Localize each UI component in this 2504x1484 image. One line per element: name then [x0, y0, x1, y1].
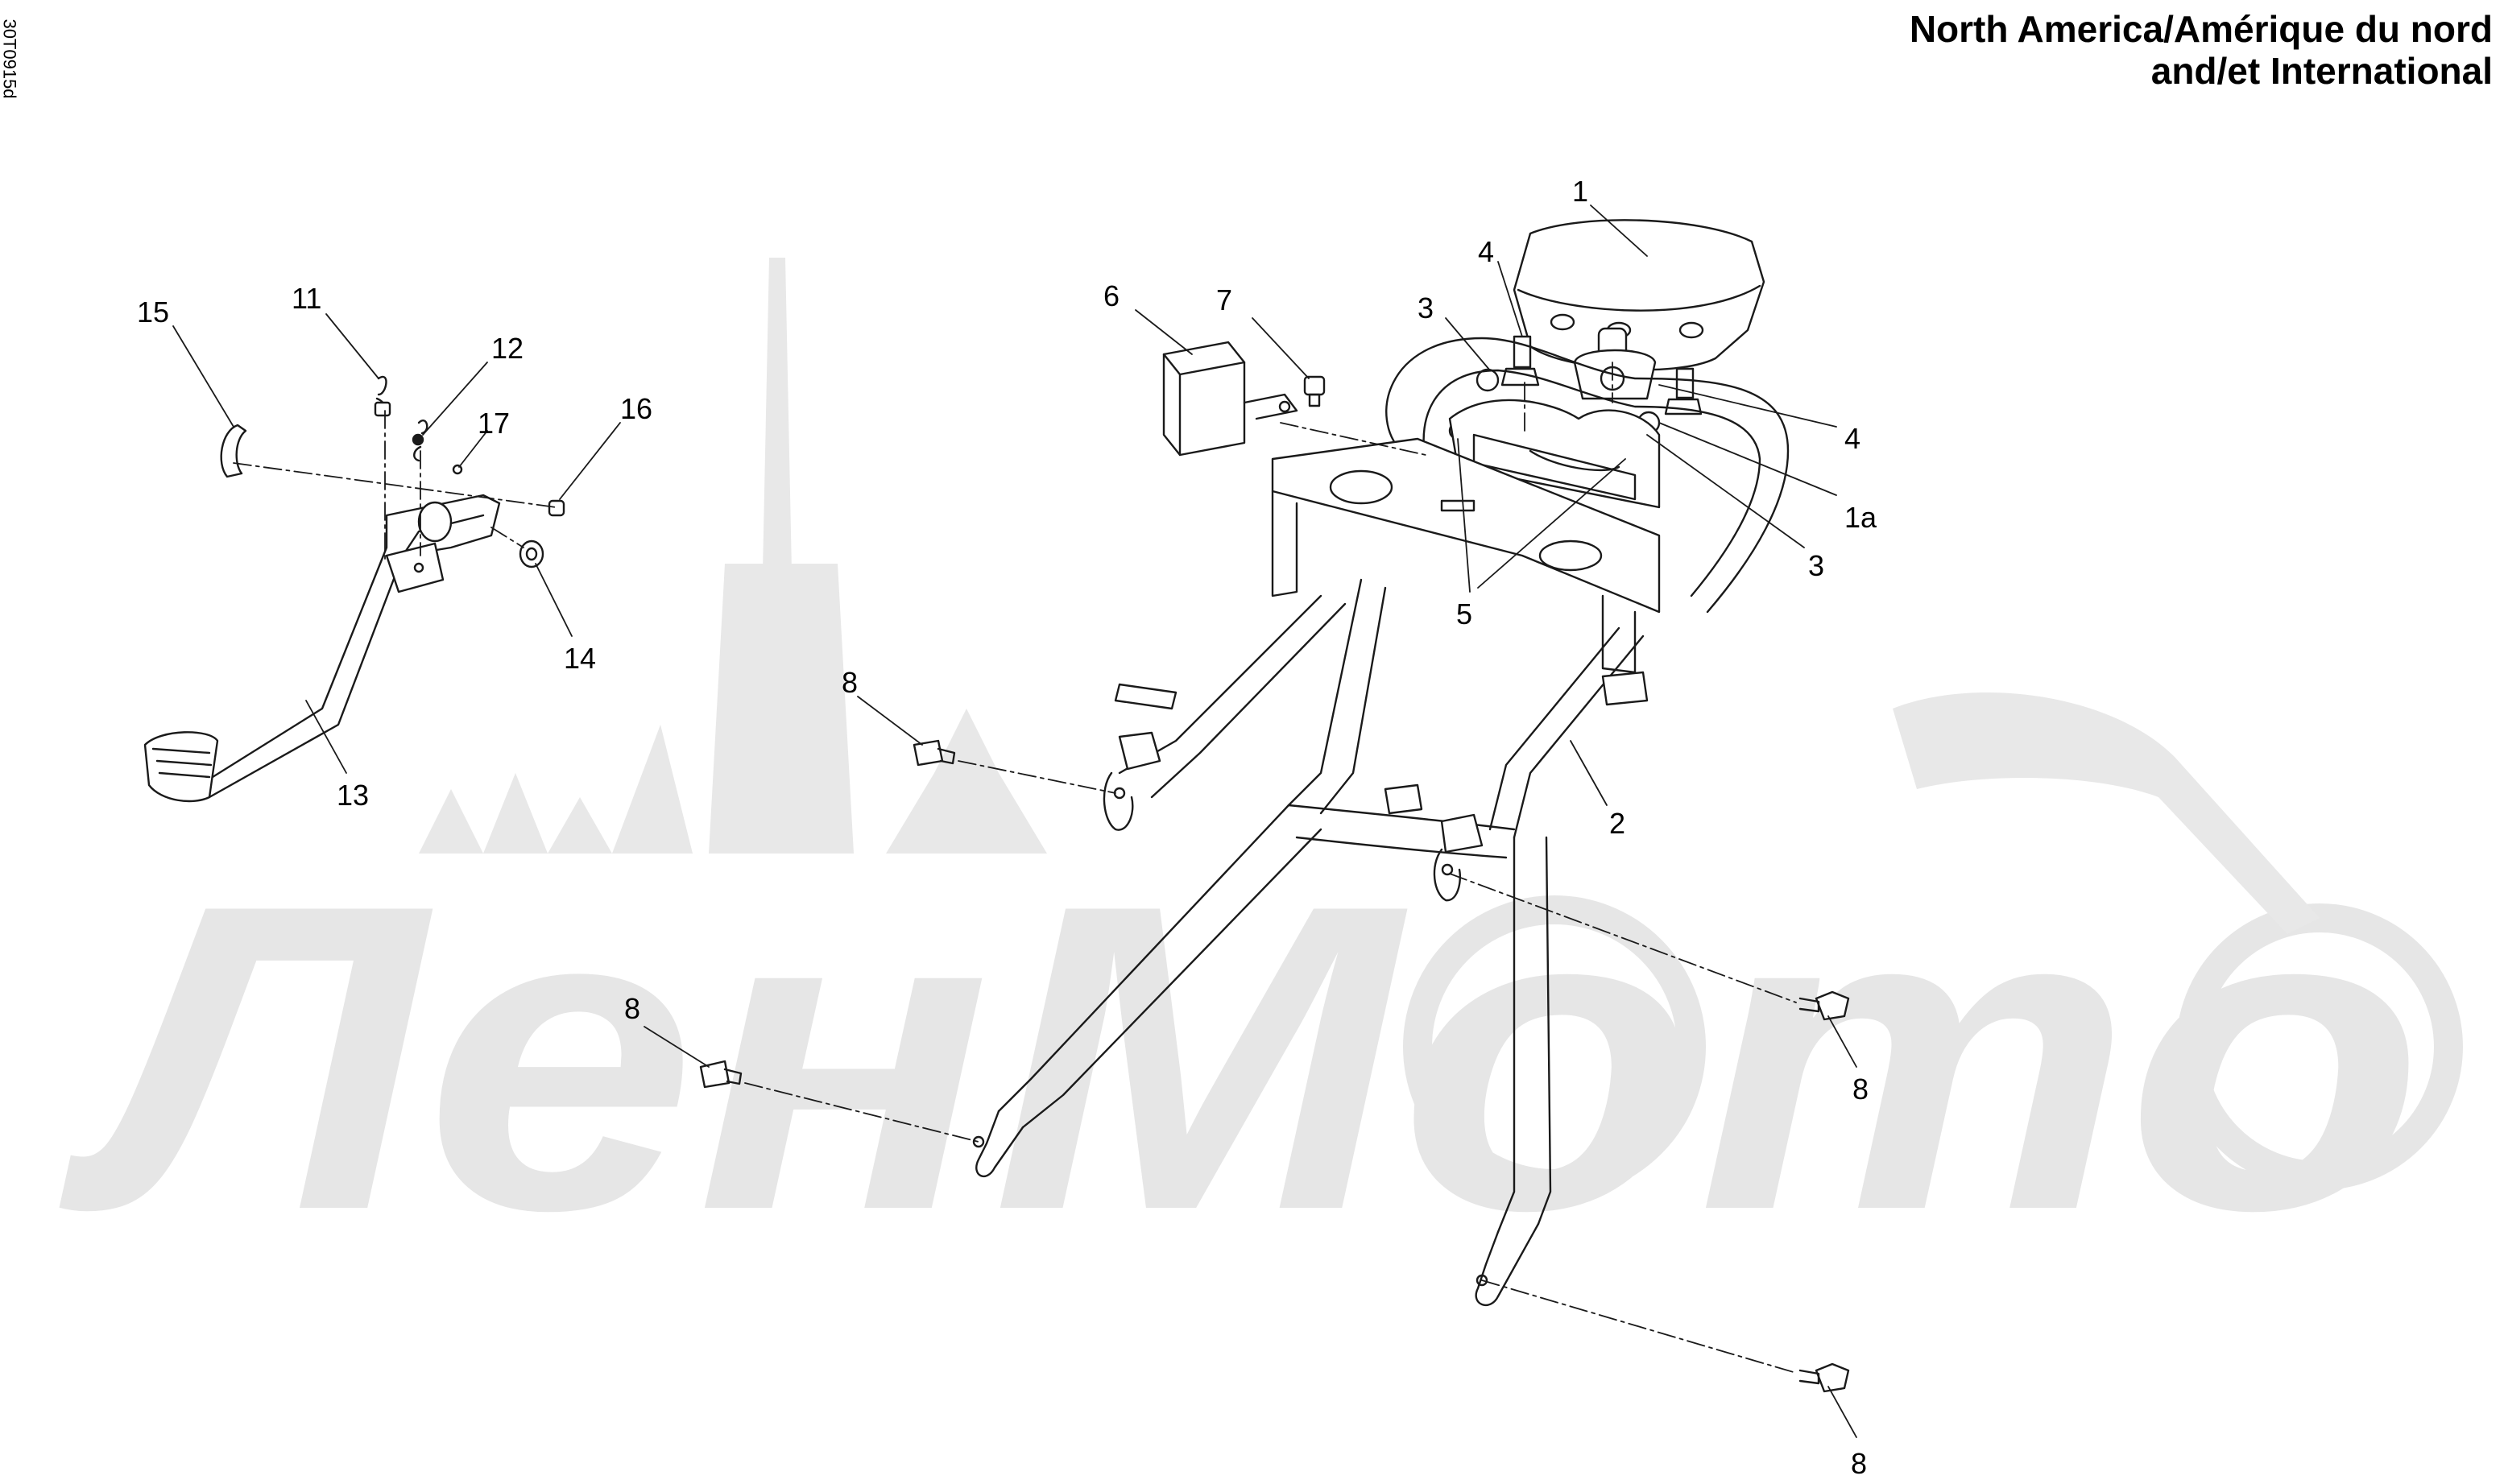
brake-pedal-assembly — [143, 375, 565, 803]
callout-8-left-upper: 8 — [842, 666, 858, 699]
callout-4-right: 4 — [1844, 422, 1860, 455]
callout-8-right-lower: 8 — [1851, 1447, 1867, 1480]
callouts: 1 1a 2 3 3 4 4 5 6 7 8 8 8 8 11 12 13 14… — [137, 175, 1877, 1480]
callout-12: 12 — [491, 332, 524, 365]
watermark-skyline — [419, 709, 1047, 854]
callout-8-right-upper: 8 — [1852, 1073, 1869, 1106]
callout-14: 14 — [564, 642, 596, 675]
callout-4-upper: 4 — [1478, 235, 1494, 268]
tail-light-housing — [1513, 219, 1765, 371]
watermark-bike-body — [1893, 692, 2320, 934]
leader-lines — [172, 205, 1857, 1438]
light-bracket — [1448, 399, 1661, 509]
screw-7 — [1303, 375, 1326, 407]
callout-8-left-lower: 8 — [624, 992, 640, 1025]
callout-3-upper: 3 — [1418, 291, 1434, 324]
callout-1: 1 — [1572, 175, 1588, 208]
callout-2: 2 — [1609, 807, 1625, 840]
callout-11: 11 — [292, 282, 321, 315]
watermark-wheel-rear — [1403, 895, 1706, 1198]
callout-15: 15 — [137, 296, 169, 329]
region-title-line2: and/et International — [2150, 50, 2493, 92]
alignment-lines — [233, 362, 1797, 1374]
callout-5: 5 — [1456, 597, 1472, 630]
rear-frame — [972, 337, 1790, 1306]
watermark-text: ЛенМото — [58, 815, 2424, 1300]
region-title: North America/Amérique du nord and/et In… — [1910, 8, 2493, 92]
callout-1a: 1a — [1844, 501, 1877, 534]
callout-7: 7 — [1216, 283, 1232, 316]
watermark: ЛенМото — [58, 258, 2463, 1300]
callout-6: 6 — [1103, 279, 1120, 312]
callout-16: 16 — [620, 392, 652, 425]
bolts-8 — [699, 739, 1850, 1393]
callout-17: 17 — [478, 407, 510, 440]
callout-3-lower: 3 — [1808, 549, 1824, 582]
callout-13: 13 — [337, 779, 369, 812]
region-title-line1: North America/Amérique du nord — [1909, 8, 2493, 50]
line-art — [143, 205, 1857, 1438]
watermark-spire-base — [709, 564, 854, 854]
control-unit — [1162, 341, 1298, 457]
